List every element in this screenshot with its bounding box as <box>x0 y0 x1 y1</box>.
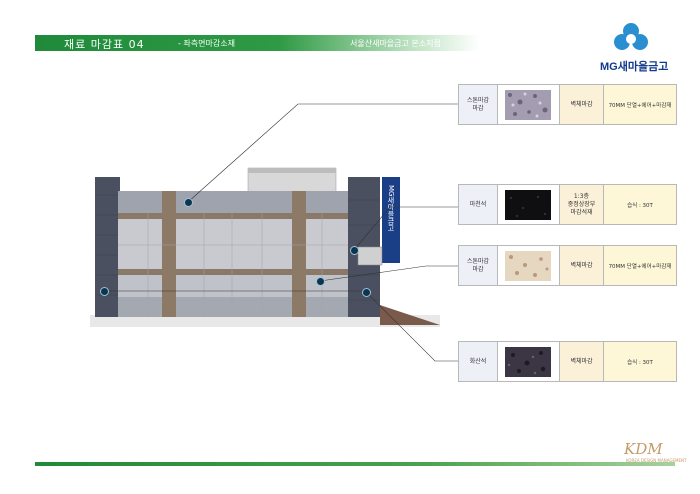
material-swatch <box>505 347 551 377</box>
material-spec: 70MM 단열+에어+마감재 <box>604 246 676 285</box>
material-label: 마천석 <box>459 185 498 224</box>
material-row: 화산석 벽체마감 습식 : 30T <box>458 341 677 382</box>
brand-logo-text: MG새마을금고 <box>600 61 669 73</box>
material-label: 스톤마감 마감 <box>459 85 498 124</box>
material-name: 벽체마감 <box>559 342 604 381</box>
kdm-logo: KDM <box>624 440 663 458</box>
sign-text: MG새마을금고 <box>387 185 395 231</box>
marker-basalt-right <box>362 288 371 297</box>
material-row: 스톤마감 마감 벽체마감 70MM 단열+에어+마감재 <box>458 245 677 286</box>
material-label: 스톤마감 마감 <box>459 246 498 285</box>
material-row: 마천석 1:3층 중정상장부 마감석재 습식 : 30T <box>458 184 677 225</box>
kdm-tagline: KOREA DESIGN MANAGEMENT <box>626 458 687 463</box>
material-name: 1:3층 중정상장부 마감석재 <box>559 185 604 224</box>
material-name: 벽체마감 <box>559 246 604 285</box>
footer-bar <box>35 462 675 466</box>
marker-granite-band <box>350 246 359 255</box>
material-swatch <box>505 90 551 120</box>
page-subtitle: - 좌측면마감소재 <box>178 39 235 48</box>
material-spec: 습식 : 30T <box>604 342 676 381</box>
mg-logo-icon <box>614 23 648 50</box>
marker-stone-upper <box>184 198 193 207</box>
material-spec: 습식 : 30T <box>604 185 676 224</box>
marker-stone-lower <box>316 277 325 286</box>
page-title: 재료 마감표 04 <box>64 38 145 51</box>
material-swatch <box>505 190 551 220</box>
marker-basalt-left <box>100 287 109 296</box>
material-swatch <box>505 251 551 281</box>
project-name: 서울산새마을금고 본소지점 <box>350 39 441 48</box>
header-bar <box>35 35 480 51</box>
material-label: 화산석 <box>459 342 498 381</box>
material-name: 벽체마감 <box>559 85 604 124</box>
material-spec: 70MM 단열+에어+마감재 <box>604 85 676 124</box>
material-row: 스톤마감 마감 벽체마감 70MM 단열+에어+마감재 <box>458 84 677 125</box>
